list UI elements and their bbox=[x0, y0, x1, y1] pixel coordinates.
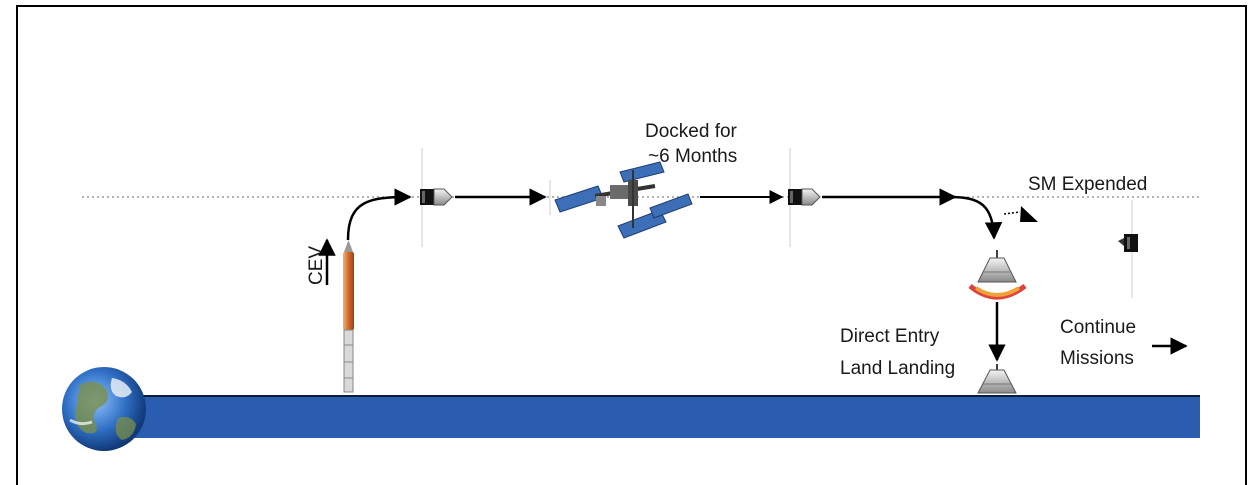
sm-separation-dots bbox=[1003, 211, 1021, 215]
cev-capsule-icon bbox=[977, 250, 1017, 283]
direct-entry-label: Direct Entry bbox=[840, 326, 940, 347]
earth-icon bbox=[62, 367, 146, 451]
rocket-icon bbox=[343, 240, 354, 393]
docked-label-line1: Docked for bbox=[645, 121, 738, 142]
cev-capsule-icon bbox=[977, 364, 1017, 394]
cev-capsule-icon bbox=[420, 188, 453, 206]
ground-band bbox=[100, 395, 1200, 438]
docked-label-line2: ~6 Months bbox=[648, 146, 737, 167]
ascent-arrow bbox=[346, 188, 412, 241]
service-module-icon bbox=[1118, 234, 1138, 252]
missions-label: Missions bbox=[1060, 348, 1134, 369]
deorbit-arrow bbox=[949, 195, 1003, 240]
space-station-icon bbox=[554, 161, 693, 239]
cev-label: CEV bbox=[306, 246, 327, 285]
sm-separation-arrowhead bbox=[1020, 206, 1038, 222]
land-landing-label: Land Landing bbox=[840, 358, 955, 379]
heat-shield-glow-inner bbox=[974, 286, 1021, 297]
sm-expended-label: SM Expended bbox=[1028, 174, 1147, 195]
cev-capsule-icon bbox=[788, 188, 821, 206]
continue-label: Continue bbox=[1060, 317, 1136, 338]
